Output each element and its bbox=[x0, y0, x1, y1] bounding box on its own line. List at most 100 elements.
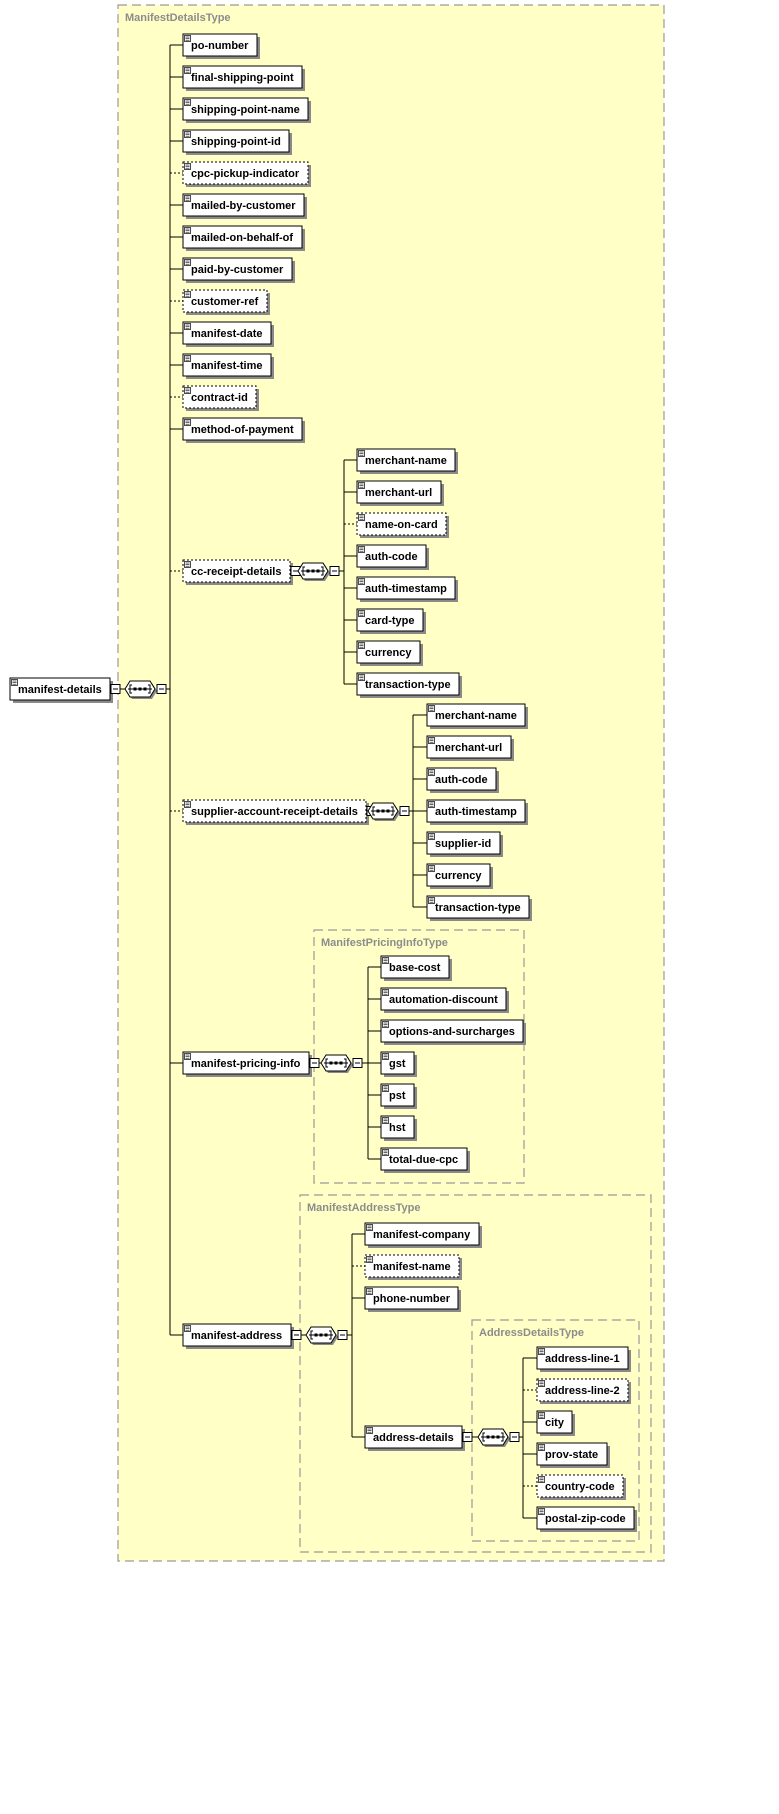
text-content-icon bbox=[538, 1412, 545, 1419]
element-box bbox=[426, 767, 497, 791]
element-box bbox=[536, 1410, 573, 1434]
text-content-icon bbox=[428, 801, 435, 808]
text-content-icon bbox=[184, 561, 191, 568]
text-content-icon bbox=[428, 865, 435, 872]
text-content-icon bbox=[184, 1053, 191, 1060]
element-box bbox=[536, 1378, 629, 1402]
element-label: gst bbox=[389, 1058, 406, 1070]
text-content-icon bbox=[382, 1021, 389, 1028]
collapse-icon[interactable] bbox=[352, 1058, 363, 1068]
element-label: shipping-point-id bbox=[191, 136, 281, 148]
element-postal-zip-code: postal-zip-code bbox=[536, 1506, 637, 1532]
element-label: manifest-name bbox=[373, 1261, 451, 1273]
element-label: phone-number bbox=[373, 1293, 451, 1305]
element-label: address-line-2 bbox=[545, 1385, 620, 1397]
element-cpc-pickup-indicator: cpc-pickup-indicator bbox=[182, 161, 311, 187]
sequence-dot bbox=[324, 1333, 328, 1337]
element-label: transaction-type bbox=[365, 679, 451, 691]
sequence-compositor-icon bbox=[367, 802, 400, 821]
element-label: manifest-details bbox=[18, 684, 102, 696]
element-total-due-cpc: total-due-cpc bbox=[380, 1147, 470, 1173]
schema-nodes: manifest-detailspo-numberfinal-shipping-… bbox=[9, 33, 637, 1532]
element-box bbox=[536, 1474, 624, 1498]
collapse-icon[interactable] bbox=[399, 806, 410, 816]
element-shipping-point-id: shipping-point-id bbox=[182, 129, 292, 155]
type-box-manifest-pricing-label: ManifestPricingInfoType bbox=[321, 937, 448, 949]
element-supplier-id: supplier-id bbox=[426, 831, 503, 857]
element-paid-by-customer: paid-by-customer bbox=[182, 257, 295, 283]
element-box bbox=[182, 161, 309, 185]
element-label: po-number bbox=[191, 40, 249, 52]
element-label: cc-receipt-details bbox=[191, 566, 281, 578]
element-label: name-on-card bbox=[365, 519, 438, 531]
collapse-icon[interactable] bbox=[337, 1330, 348, 1340]
element-manifest-pricing-info[interactable]: manifest-pricing-info bbox=[182, 1051, 312, 1077]
element-mailed-on-behalf-of: mailed-on-behalf-of bbox=[182, 225, 305, 251]
collapse-icon[interactable] bbox=[462, 1432, 473, 1442]
element-box bbox=[380, 1083, 415, 1107]
collapse-icon[interactable] bbox=[291, 1330, 302, 1340]
element-customer-ref: customer-ref bbox=[182, 289, 270, 315]
element-box bbox=[536, 1346, 629, 1370]
collapse-icon[interactable] bbox=[509, 1432, 520, 1442]
element-box bbox=[380, 1147, 468, 1171]
element-shipping-point-name: shipping-point-name bbox=[182, 97, 311, 123]
connector-lines bbox=[120, 44, 537, 1519]
text-content-icon bbox=[358, 546, 365, 553]
element-label: mailed-by-customer bbox=[191, 200, 296, 212]
element-box bbox=[356, 576, 456, 600]
sequence-dot bbox=[496, 1435, 500, 1439]
element-hst: hst bbox=[380, 1115, 417, 1141]
sequence-compositor-icon bbox=[124, 680, 157, 699]
text-content-icon bbox=[428, 833, 435, 840]
sequence-bracket bbox=[129, 684, 151, 694]
sequence-dot bbox=[306, 569, 310, 573]
element-box bbox=[182, 33, 258, 57]
type-box-manifest-details-label: ManifestDetailsType bbox=[125, 12, 231, 24]
sequence-dot bbox=[339, 1061, 343, 1065]
element-box bbox=[182, 289, 268, 313]
collapse-icon[interactable] bbox=[156, 684, 167, 694]
text-content-icon bbox=[184, 35, 191, 42]
element-base-cost: base-cost bbox=[380, 955, 452, 981]
element-box bbox=[536, 1506, 635, 1530]
text-content-icon bbox=[184, 1325, 191, 1332]
element-currency: currency bbox=[426, 863, 493, 889]
element-box bbox=[536, 1442, 608, 1466]
sequence-compositor-icon bbox=[297, 562, 330, 581]
element-automation-discount: automation-discount bbox=[380, 987, 509, 1013]
element-box bbox=[356, 544, 427, 568]
element-manifest-details[interactable]: manifest-details bbox=[9, 677, 113, 703]
text-content-icon bbox=[184, 67, 191, 74]
collapse-icon[interactable] bbox=[110, 684, 121, 694]
element-label: manifest-address bbox=[191, 1330, 282, 1342]
element-label: hst bbox=[389, 1122, 406, 1134]
element-box bbox=[356, 480, 442, 504]
collapse-icon[interactable] bbox=[329, 566, 340, 576]
element-box bbox=[380, 987, 507, 1011]
element-label: currency bbox=[435, 870, 482, 882]
text-content-icon bbox=[538, 1380, 545, 1387]
element-label: paid-by-customer bbox=[191, 264, 284, 276]
element-merchant-url: merchant-url bbox=[356, 480, 444, 506]
sequence-bracket bbox=[482, 1432, 504, 1442]
text-content-icon bbox=[428, 769, 435, 776]
element-supplier-account-receipt-details[interactable]: supplier-account-receipt-details bbox=[182, 799, 369, 825]
element-label: city bbox=[545, 1417, 565, 1429]
element-label: mailed-on-behalf-of bbox=[191, 232, 293, 244]
element-manifest-address[interactable]: manifest-address bbox=[182, 1323, 294, 1349]
text-content-icon bbox=[382, 1085, 389, 1092]
element-address-details[interactable]: address-details bbox=[364, 1425, 465, 1451]
element-label: cpc-pickup-indicator bbox=[191, 168, 300, 180]
text-content-icon bbox=[366, 1224, 373, 1231]
element-box bbox=[364, 1286, 459, 1310]
element-box bbox=[426, 895, 530, 919]
element-box bbox=[182, 129, 290, 153]
element-cc-receipt-details[interactable]: cc-receipt-details bbox=[182, 559, 293, 585]
element-box bbox=[182, 385, 257, 409]
element-label: base-cost bbox=[389, 962, 441, 974]
collapse-icon[interactable] bbox=[309, 1058, 320, 1068]
text-content-icon bbox=[538, 1348, 545, 1355]
text-content-icon bbox=[184, 323, 191, 330]
